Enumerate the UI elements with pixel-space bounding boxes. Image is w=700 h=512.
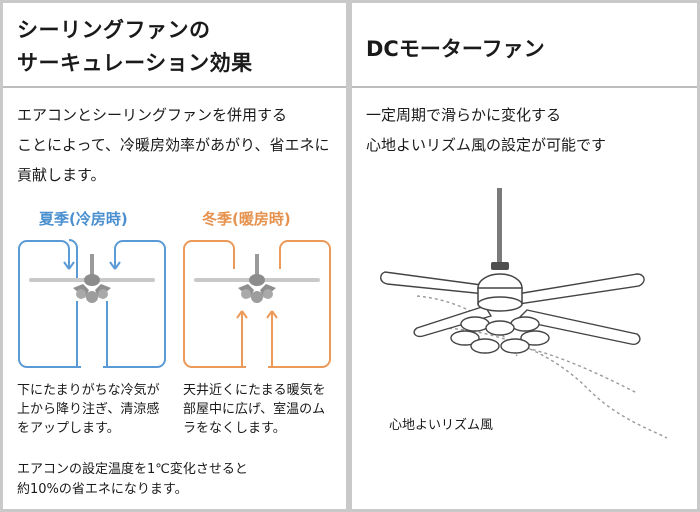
- circulation-title-line-1: シーリングファンの: [17, 18, 211, 42]
- title-divider: [352, 86, 697, 88]
- dc-motor-panel: DCモーターファン 一定周期で滑らかに変化する 心地よいリズム風の設定が可能です: [352, 3, 697, 509]
- energy-note-line-1: エアコンの設定温度を1℃変化させると: [17, 462, 248, 477]
- circulation-description-line-1: エアコンとシーリングファンを併用する: [17, 106, 288, 124]
- dc-description-line-2: 心地よいリズム風の設定が可能です: [366, 136, 607, 154]
- winter-caption-line-3: ラをなくします。: [183, 421, 286, 436]
- ceiling-fan-illustration: [380, 188, 668, 439]
- winter-caption-line-1: 天井近くにたまる暖気を: [183, 383, 326, 398]
- circulation-panel: シーリングファンの サーキュレーション効果 エアコンとシーリングファンを併用する…: [3, 3, 346, 509]
- winter-airflow-diagram: [183, 240, 331, 368]
- circulation-title-line-2: サーキュレーション効果: [17, 51, 253, 75]
- winter-fan-icon: [194, 254, 320, 303]
- summer-airflow-diagram: [18, 239, 166, 368]
- summer-caption-line-2: 上から降り注ぎ、清涼感: [17, 402, 160, 417]
- dc-motor-title: DCモーターファン: [366, 37, 545, 61]
- winter-label: 冬季(暖房時): [202, 210, 291, 228]
- summer-label: 夏季(冷房時): [39, 210, 128, 228]
- title-divider: [3, 86, 346, 88]
- winter-caption-line-2: 部屋中に広げ、室温のム: [183, 402, 326, 417]
- dc-description-line-1: 一定周期で滑らかに変化する: [366, 106, 562, 124]
- light-cluster-icon: [450, 316, 550, 354]
- circulation-description-line-3: 貢献します。: [17, 166, 106, 184]
- summer-caption-line-1: 下にたまりがちな冷気が: [17, 383, 160, 398]
- summer-fan-icon: [29, 254, 155, 303]
- circulation-description-line-2: ことによって、冷暖房効率があがり、省エネに: [17, 136, 330, 154]
- summer-caption-line-3: をアップします。: [17, 421, 120, 436]
- energy-note-line-2: 約10%の省エネになります。: [17, 482, 188, 497]
- rhythm-wind-label: 心地よいリズム風: [389, 418, 494, 433]
